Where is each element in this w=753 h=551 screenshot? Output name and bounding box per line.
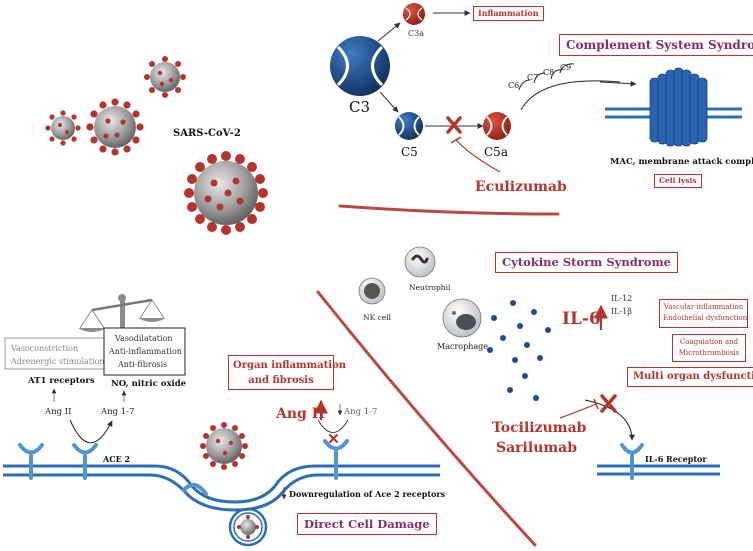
c6-c9-chain xyxy=(518,63,621,111)
virus-particle-small-2 xyxy=(45,110,81,146)
c3-to-c5-arrow xyxy=(379,91,399,113)
c7-label: C7 xyxy=(527,73,538,82)
ace2-receptor-icon xyxy=(18,439,349,496)
endosome-vesicle xyxy=(228,507,268,547)
no-label: NO, nitric oxide xyxy=(111,379,187,389)
il12-label: IL-12 xyxy=(611,294,632,303)
virus-particle-membrane xyxy=(200,422,248,470)
ang2-label: Ang II xyxy=(44,407,71,417)
cytokine-title: Cytokine Storm Syndrome xyxy=(502,255,671,269)
adrenergic-text: Adrenergic stimulation xyxy=(10,357,105,366)
ang17-small-label: Ang 1-7 xyxy=(343,407,377,417)
macrophage-label: Macrophage xyxy=(437,342,488,351)
c5-label: C5 xyxy=(401,145,418,159)
mac-pore xyxy=(649,67,708,147)
c5a-label: C5a xyxy=(484,145,508,159)
c3a-ball xyxy=(403,3,425,25)
eculizumab-inhibition-line xyxy=(455,139,501,173)
complement-title-box: Complement System Syndrome xyxy=(559,34,753,56)
organ-inflammation-box: Organ inflammation and fibrosis xyxy=(228,355,347,390)
vasodilatation-text: Vasodilatation xyxy=(114,334,172,343)
organ-line1: Organ inflammation xyxy=(233,360,347,371)
ace2-blocked-arrow xyxy=(317,419,349,433)
il6-to-receptor-arrow xyxy=(584,399,635,441)
divider-stroke-diagonal xyxy=(316,290,537,547)
cytokine-title-box: Cytokine Storm Syndrome xyxy=(495,252,678,273)
virus-particle-large xyxy=(184,151,268,235)
organ-line2: and fibrosis xyxy=(248,375,314,386)
ace2-conversion-arrow xyxy=(69,419,113,444)
inflammation-label: Inflammation xyxy=(478,8,539,18)
inflammation-box: Inflammation xyxy=(473,6,544,21)
chain-to-mac-arrow xyxy=(599,80,637,87)
vascular-line1: Vascular inflammation xyxy=(663,303,744,311)
mac-label: MAC, membrane attack complex xyxy=(610,157,753,167)
vasoconstriction-box xyxy=(4,337,108,370)
inhibition-bar-2 xyxy=(593,398,599,410)
direct-damage-box: Direct Cell Damage xyxy=(297,513,437,535)
anti-fibrosis-text: Anti-fibrosis xyxy=(117,360,167,369)
virus-particle-small-1 xyxy=(144,56,186,98)
direct-damage-title: Direct Cell Damage xyxy=(304,517,430,531)
c9-label: C9 xyxy=(560,63,571,72)
c6-label: C6 xyxy=(508,81,519,90)
c3-label: C3 xyxy=(349,98,370,116)
vasoconstriction-text: Vasoconstriction xyxy=(10,344,78,353)
tocilizumab-label: Tocilizumab xyxy=(492,420,587,436)
neutrophil-cell xyxy=(404,246,436,278)
at1-label: AT1 receptors xyxy=(27,376,95,386)
c3-ball xyxy=(330,36,390,96)
coagulation-box: Coagulation and Microthrombosis xyxy=(672,334,746,362)
ang17-label: Ang 1-7 xyxy=(100,407,134,417)
il1b-label: IL-1β xyxy=(611,307,632,316)
multi-organ-box: Multi organ dysfunction xyxy=(627,367,753,387)
cell-lysis-label: Cell lysis xyxy=(659,176,697,185)
il6-receptor-label: IL-6 Receptor xyxy=(645,454,707,464)
cell-membrane xyxy=(3,464,440,512)
il6-receptor-membrane xyxy=(597,464,720,476)
ace2-label: ACE 2 xyxy=(102,454,130,464)
coag-line2: Microthrombosis xyxy=(678,349,740,357)
il6-receptor-icon xyxy=(620,443,644,480)
cytokine-dots xyxy=(487,300,551,401)
nk-cell xyxy=(358,277,386,305)
cell-lysis-box: Cell lysis xyxy=(654,174,702,188)
vascular-box: Vascular inflammation Endothelial dysfun… xyxy=(659,299,748,328)
eculizumab-label: Eculizumab xyxy=(475,179,567,195)
c8-label: C8 xyxy=(543,68,554,77)
vasodilatation-box xyxy=(103,327,186,376)
block-x-icon xyxy=(446,116,462,134)
ang2-big-label: Ang II xyxy=(275,406,325,422)
divider-stroke-top xyxy=(338,204,560,216)
c3-to-c3a-arrow xyxy=(377,22,401,42)
sarilumab-label: Sarilumab xyxy=(496,440,577,456)
c5a-ball xyxy=(483,112,511,140)
il6-label: IL-6 xyxy=(562,309,601,329)
anti-inflammation-text: Anti-inflammation xyxy=(108,347,182,356)
tocilizumab-inhibition-line xyxy=(559,403,597,419)
complement-title: Complement System Syndrome xyxy=(566,38,753,52)
block-x-icon-3 xyxy=(329,434,338,443)
nk-cell-label: NK cell xyxy=(363,313,392,322)
neutrophil-label: Neutrophil xyxy=(409,283,451,292)
c3a-label: C3a xyxy=(408,29,424,38)
c5-ball xyxy=(395,112,423,140)
downreg-label: Downregulation of Ace 2 receptors xyxy=(289,489,446,499)
multi-organ-label: Multi organ dysfunction xyxy=(633,371,753,382)
coag-line1: Coagulation and xyxy=(679,338,739,346)
vascular-line2: Endothelial dysfunction xyxy=(663,314,748,322)
virus-particle-medium xyxy=(86,98,144,156)
block-x-icon-2 xyxy=(600,394,617,413)
macrophage-cell xyxy=(442,298,482,338)
inhibition-bar xyxy=(450,136,462,144)
virus-label: SARS-CoV-2 xyxy=(173,128,241,139)
